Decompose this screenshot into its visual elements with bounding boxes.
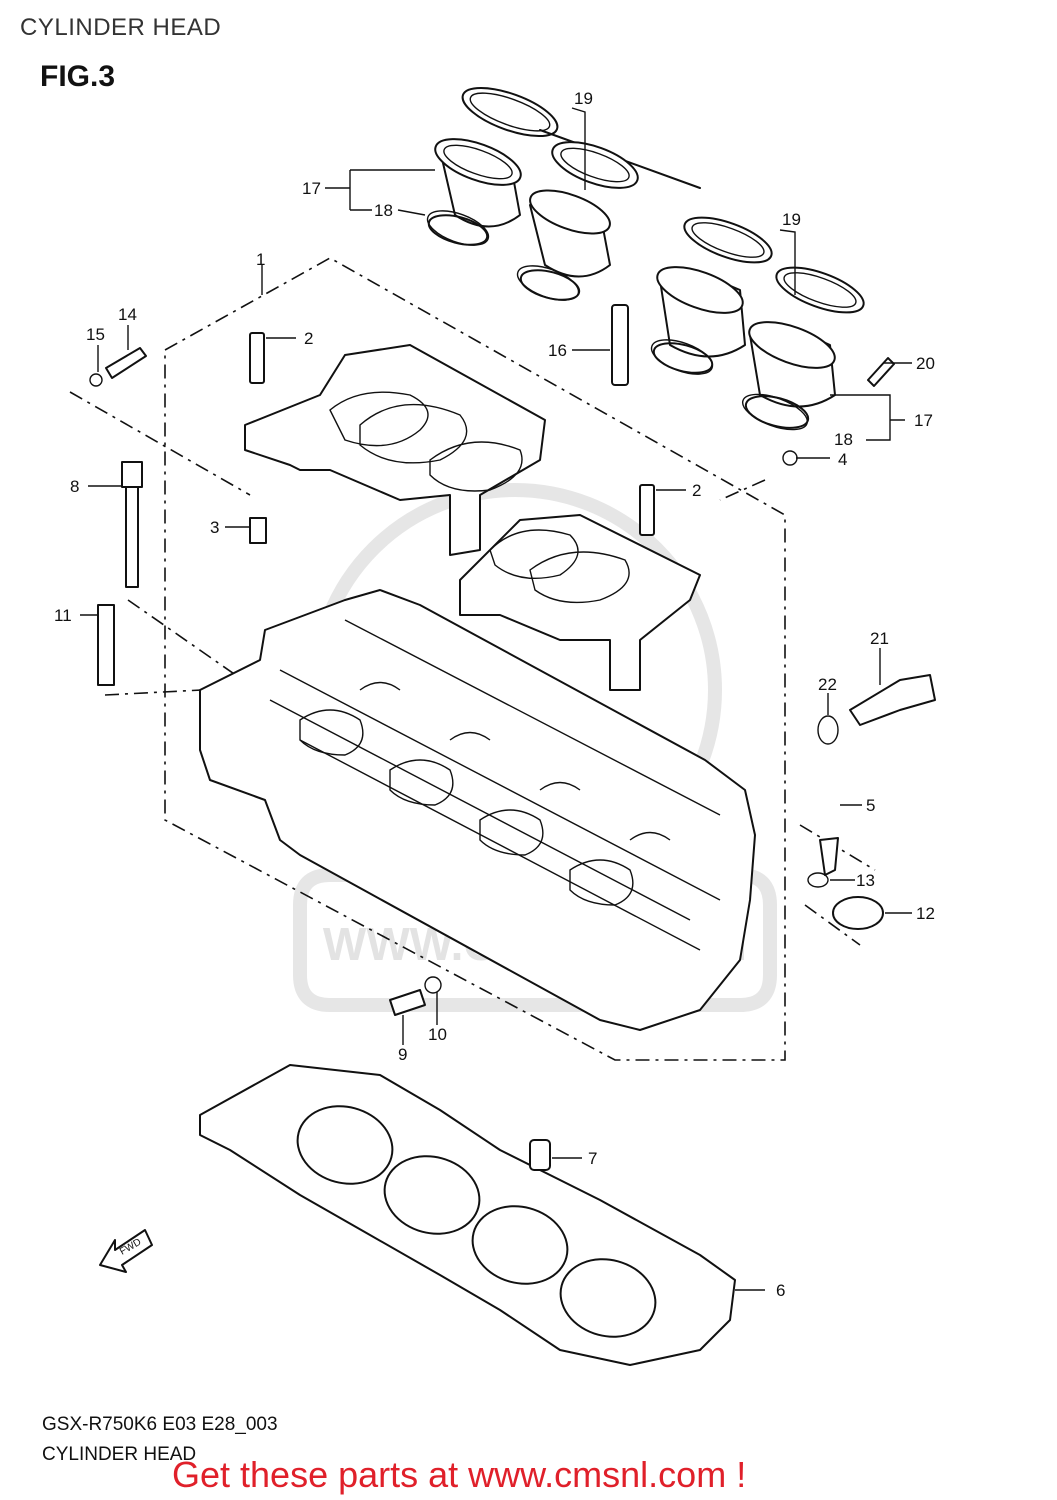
callout-21: 21 — [870, 629, 889, 648]
callout-8: 8 — [70, 477, 79, 496]
callout-1: 1 — [256, 250, 265, 269]
fwd-arrow: FWD — [99, 1229, 153, 1273]
callout-18b: 18 — [834, 430, 853, 449]
callout-2b: 2 — [692, 481, 701, 500]
callouts: 19 17 18 19 1 14 15 2 16 20 17 18 4 8 2 … — [54, 89, 935, 1300]
callout-20: 20 — [916, 354, 935, 373]
callout-11: 11 — [54, 606, 72, 625]
callout-2a: 2 — [304, 329, 313, 348]
callout-15: 15 — [86, 325, 105, 344]
footer-caption: CYLINDER HEAD — [42, 1444, 197, 1465]
callout-12: 12 — [916, 904, 935, 923]
alignment-lines — [69, 391, 876, 946]
callout-19b: 19 — [782, 210, 801, 229]
callout-7: 7 — [588, 1149, 597, 1168]
callout-4: 4 — [838, 450, 847, 469]
intake-pipes-lower — [650, 216, 865, 431]
callout-17b: 17 — [914, 411, 933, 430]
leader-lines — [80, 107, 912, 1291]
small-parts — [89, 214, 936, 1171]
callout-9: 9 — [398, 1045, 407, 1064]
callout-3: 3 — [210, 518, 219, 537]
camshaft-holders — [244, 344, 701, 691]
callout-19a: 19 — [574, 89, 593, 108]
promo-link[interactable]: Get these parts at www.cmsnl.com ! — [172, 1454, 747, 1495]
head-gasket — [199, 1064, 736, 1366]
assembly-bounding-box — [164, 257, 786, 1061]
cylinder-head-body — [199, 589, 756, 1031]
page-title: CYLINDER HEAD — [20, 14, 222, 41]
figure-label: FIG.3 — [40, 60, 116, 93]
callout-22: 22 — [818, 675, 837, 694]
callout-6: 6 — [776, 1281, 785, 1300]
callout-18a: 18 — [374, 201, 393, 220]
callout-10: 10 — [428, 1025, 447, 1044]
callout-5: 5 — [866, 796, 875, 815]
callout-13: 13 — [856, 871, 875, 890]
callout-14: 14 — [118, 305, 137, 324]
callout-17a: 17 — [302, 179, 321, 198]
callout-16: 16 — [548, 341, 567, 360]
model-code: GSX-R750K6 E03 E28_003 — [42, 1414, 278, 1435]
intake-pipes-upper — [426, 86, 701, 301]
